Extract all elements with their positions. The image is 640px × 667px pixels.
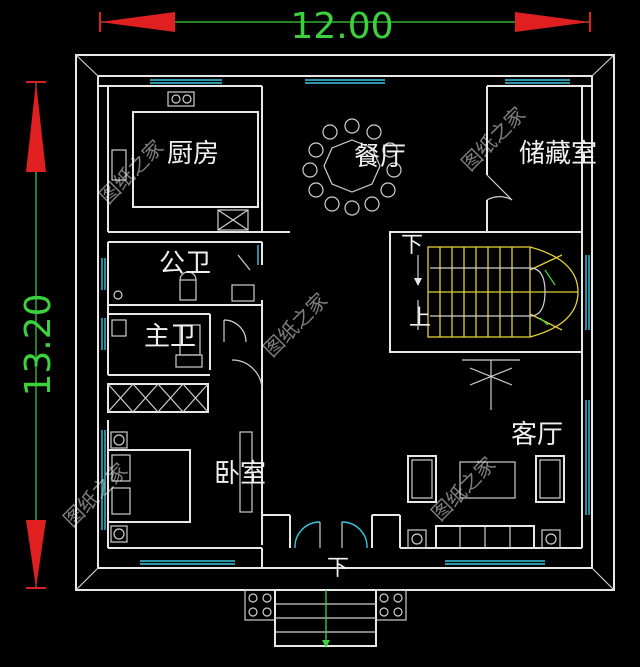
storage-door [486,174,513,201]
closet-icon [107,383,209,413]
coffee-table-icon [459,461,516,499]
dimension-horizontal: 12.00 [99,6,591,47]
bath-fixtures [111,254,255,368]
room-label-living: 客厅 [511,420,563,450]
stair-up-label: 上 [409,306,431,331]
interior-walls [98,85,592,568]
stair-down-label: 下 [401,233,423,258]
armchair-icon [407,455,437,503]
width-dimension-label: 12.00 [290,6,393,47]
entry-arrow-icon [322,640,330,648]
bedroom-furniture [107,359,263,543]
outer-walls [75,54,615,591]
wardrobe-icon [239,431,253,513]
stove-icon [111,149,127,181]
height-dimension-label: 13.20 [18,293,59,396]
toilet-icon [179,279,197,301]
watermark-4: 图纸之家 [59,458,133,532]
room-label-dining: 餐厅 [354,142,406,172]
watermark-3: 图纸之家 [259,288,333,362]
staircase[interactable]: 下 上 [401,233,579,338]
dining-table-icon [302,118,402,216]
room-label-master-bath: 主卫 [144,322,196,352]
bed-icon [107,449,191,523]
dim-arrow-down-icon [26,520,46,588]
watermark-1: 图纸之家 [95,135,169,209]
room-label-bedroom: 卧室 [214,459,266,489]
room-label-kitchen: 厨房 [167,139,219,169]
stair-down-arrow-icon [414,278,422,286]
armchair-icon-2 [535,455,565,503]
dim-arrow-up-icon [26,82,46,172]
room-labels: 厨房 餐厅 储藏室 公卫 主卫 客厅 卧室 [144,139,597,489]
entry-down-label: 下 [327,556,349,581]
room-label-public-bath: 公卫 [159,249,211,279]
watermarks: 图纸之家 图纸之家 图纸之家 图纸之家 图纸之家 [59,102,531,532]
entrance[interactable]: 下 [294,521,368,581]
dim-arrow-right-icon [515,12,590,32]
dim-arrow-left-icon [100,12,175,32]
windows [101,79,590,565]
living-furniture [407,359,565,549]
dimension-vertical: 13.20 [18,81,59,589]
watermark-5: 图纸之家 [427,452,501,526]
sink-icon [167,91,195,107]
room-label-storage: 储藏室 [519,139,597,169]
front-steps [244,589,407,648]
kitchen-fixtures [111,91,259,231]
